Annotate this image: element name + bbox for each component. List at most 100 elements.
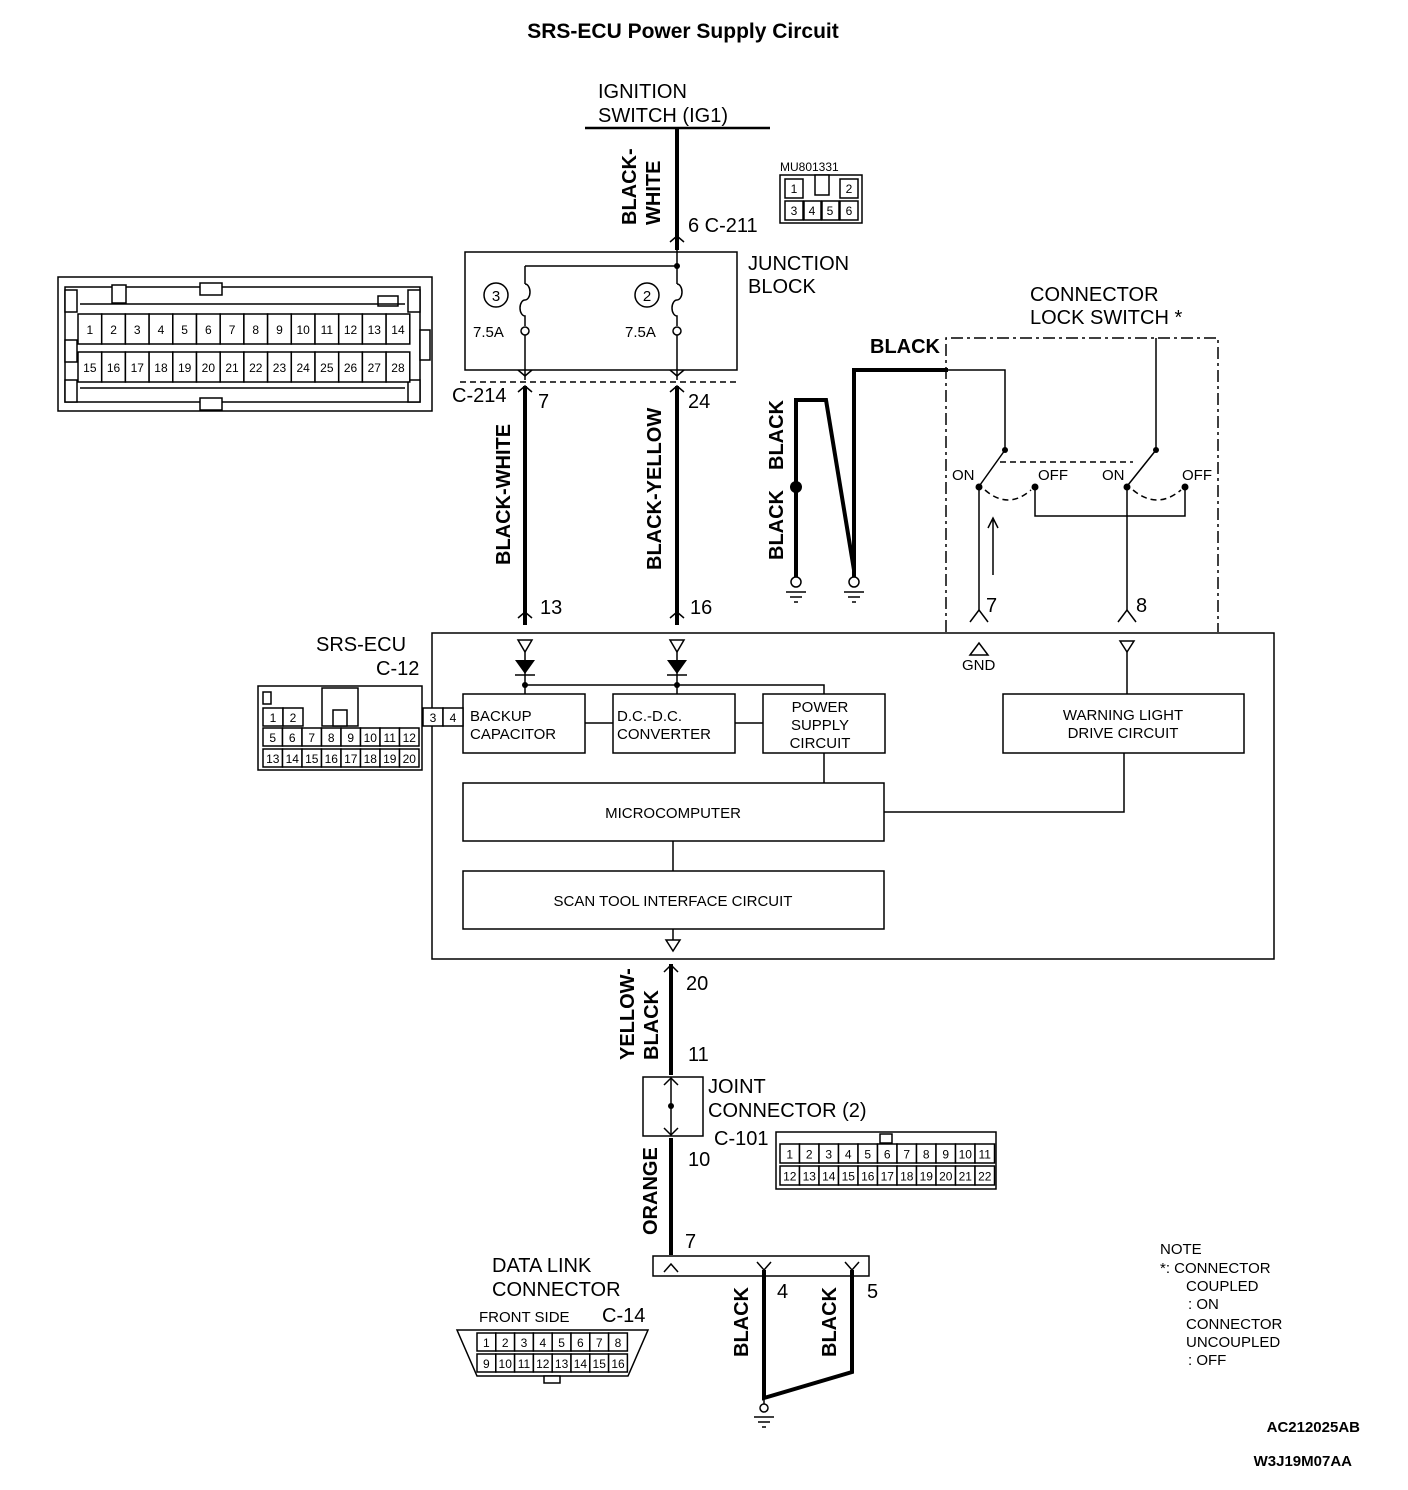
backup-label-2: CAPACITOR <box>470 726 556 743</box>
switch-1-blade <box>979 449 1006 486</box>
c214-pin-16: 16 <box>107 361 121 375</box>
c101-pin-6: 6 <box>884 1148 891 1162</box>
ignition-label-1: IGNITION <box>598 81 687 103</box>
scan-tool-interface-box <box>462 870 885 930</box>
wire-label-yellow-black-2: BLACK <box>641 989 663 1060</box>
fuse-3-terminal <box>520 326 530 336</box>
mu-pin-1: 1 <box>791 182 798 196</box>
c101-pin-1: 1 <box>786 1148 793 1162</box>
note-block: NOTE *: CONNECTOR COUPLED : ON CONNECTOR… <box>1160 1241 1283 1369</box>
c214-pin-cell <box>385 313 411 345</box>
c101-pin-cell <box>974 1143 996 1164</box>
c12-pin-19: 19 <box>383 752 397 766</box>
junction-block <box>464 251 738 371</box>
ground-symbol-1 <box>786 576 806 603</box>
note-line-2: COUPLED <box>1186 1278 1259 1295</box>
c211-label: 6 C-211 <box>688 215 758 237</box>
c214-pin-8: 8 <box>252 323 259 337</box>
c214-pin-1: 1 <box>87 323 94 337</box>
c12-pin-9: 9 <box>347 731 354 745</box>
joint-label-2: CONNECTOR (2) <box>708 1100 867 1122</box>
c14-pin-2: 2 <box>502 1336 509 1350</box>
lock-switch-boundary <box>945 337 1219 632</box>
c214-pin-17: 17 <box>131 361 145 375</box>
c101-pin-20: 20 <box>939 1170 953 1184</box>
c101-pin-16: 16 <box>861 1170 875 1184</box>
c12-pin-2: 2 <box>290 711 297 725</box>
ecu-name: SRS-ECU <box>316 634 406 656</box>
c12-pin-20: 20 <box>403 752 417 766</box>
c214-pin-25: 25 <box>320 361 334 375</box>
wire-label-black-white-2: WHITE <box>643 161 665 225</box>
mu801331-connector: 1 2 3 4 5 6 <box>779 174 863 224</box>
c12-pin-cell <box>282 707 304 727</box>
mu-pin-5: 5 <box>827 204 834 218</box>
c214-pin-19: 19 <box>178 361 192 375</box>
code-w3j: W3J19M07AA <box>1254 1453 1353 1470</box>
c214-pin-22: 22 <box>249 361 263 375</box>
wire-label-yellow-black-1: YELLOW- <box>617 968 639 1060</box>
dlc-pin-5: 5 <box>867 1281 878 1303</box>
fuse-2 <box>671 266 683 326</box>
c101-pin-21: 21 <box>959 1170 973 1184</box>
wire-label-black-v2: BLACK <box>766 489 788 560</box>
wire-label-black-v1: BLACK <box>766 399 788 470</box>
microcomputer-box <box>462 782 885 842</box>
lock-switch-feed-1 <box>948 369 1006 448</box>
c101-pin-12: 12 <box>783 1170 797 1184</box>
c101-pin-14: 14 <box>822 1170 836 1184</box>
c214-pin-24: 24 <box>688 391 710 413</box>
c14-pin-14: 14 <box>574 1357 588 1371</box>
c12-pin-11: 11 <box>384 731 397 745</box>
c214-pin-7: 7 <box>538 391 549 413</box>
c214-pin-28: 28 <box>391 361 405 375</box>
wire-label-black-yellow: BLACK-YELLOW <box>644 408 666 570</box>
wire-label-black-top: BLACK <box>870 336 941 358</box>
fuse-3-badge <box>483 282 509 308</box>
c214-pin-15: 15 <box>83 361 97 375</box>
c14-pin-4: 4 <box>539 1336 546 1350</box>
c14-pin-cell <box>607 1353 629 1373</box>
c101-pin-13: 13 <box>803 1170 817 1184</box>
lock-pin-7: 7 <box>986 595 997 617</box>
ground-symbol-dlc <box>754 1398 774 1428</box>
scan-label: SCAN TOOL INTERFACE CIRCUIT <box>554 893 793 910</box>
joint-pin-11: 11 <box>688 1044 709 1066</box>
code-ac: AC212025AB <box>1267 1419 1361 1436</box>
note-line-4: CONNECTOR <box>1186 1316 1283 1333</box>
psu-label-2: SUPPLY <box>791 717 849 734</box>
c12-pin-18: 18 <box>364 752 378 766</box>
c14-pin-7: 7 <box>596 1336 603 1350</box>
c101-pin-5: 5 <box>864 1148 871 1162</box>
c101-pin-19: 19 <box>920 1170 934 1184</box>
c211-terminal <box>669 235 685 243</box>
c12-pin-6: 6 <box>289 731 296 745</box>
c101-pin-2: 2 <box>806 1148 813 1162</box>
c214-pin-14: 14 <box>391 323 405 337</box>
c214-pin-12: 12 <box>344 323 358 337</box>
c214-pin-18: 18 <box>154 361 168 375</box>
wire-ground-strap <box>794 368 948 571</box>
dlc-label-1: DATA LINK <box>492 1255 592 1277</box>
junction-label-2: BLOCK <box>748 276 816 298</box>
ground-symbol-2 <box>844 576 864 603</box>
c101-label: C-101 <box>714 1128 768 1150</box>
c214-pin-26: 26 <box>344 361 358 375</box>
wire-label-black-white-1: BLACK- <box>619 148 641 225</box>
c14-pin-cell <box>607 1332 629 1352</box>
c101-pin-8: 8 <box>923 1148 930 1162</box>
c214-pin-2: 2 <box>110 323 117 337</box>
c214-pin-20: 20 <box>202 361 216 375</box>
c101-pin-15: 15 <box>842 1170 856 1184</box>
diode-1-icon <box>515 660 535 674</box>
c14-pin-10: 10 <box>499 1357 513 1371</box>
psu-label-1: POWER <box>792 699 849 716</box>
c214-pin-23: 23 <box>273 361 287 375</box>
fuse-2-terminal <box>672 326 682 336</box>
c214-pin-7: 7 <box>229 323 236 337</box>
wire-label-black-dlc2: BLACK <box>819 1286 841 1357</box>
switch-2-on: ON <box>1102 467 1125 484</box>
c12-pin-17: 17 <box>344 752 358 766</box>
